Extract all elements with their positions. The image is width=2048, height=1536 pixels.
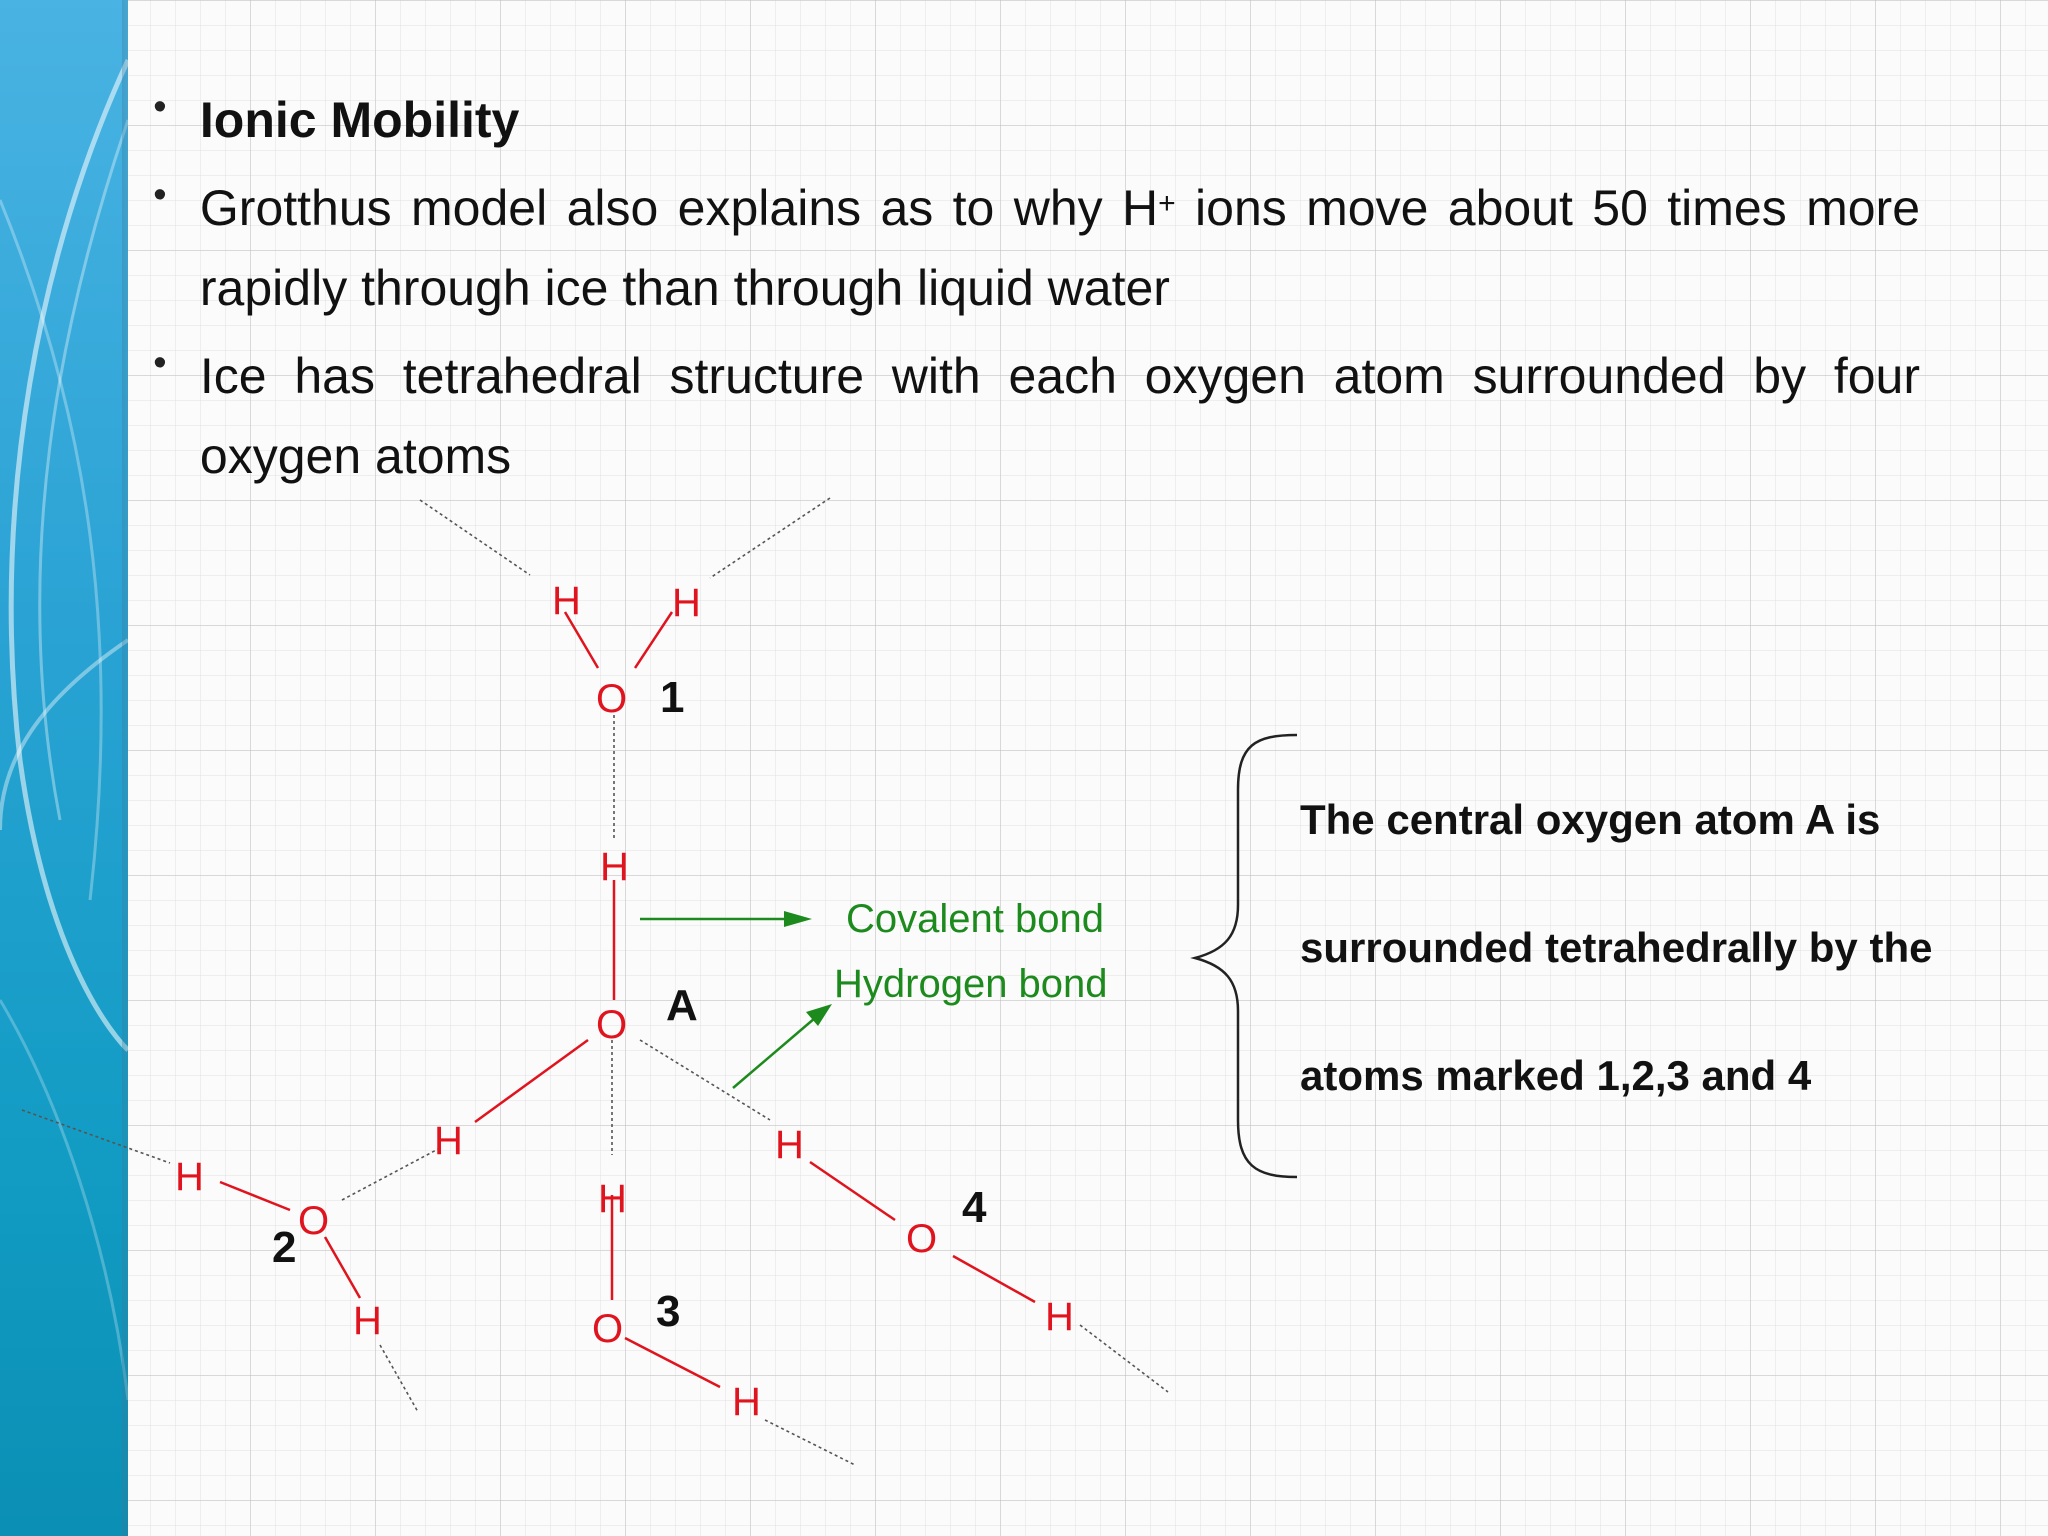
note-line: The central oxygen atom A is (1300, 796, 1881, 843)
superscript-plus: + (1158, 187, 1176, 220)
bullet-marker: • (153, 174, 167, 216)
bullet-text: Ice has tetrahedral structure with each … (199, 348, 1920, 484)
covalent-bond-line (809, 1160, 896, 1222)
hydrogen-atom: H (552, 579, 581, 623)
atom-number-1: 1 (660, 673, 684, 722)
covalent-bond-line (323, 1236, 362, 1299)
covalent-bond-line (219, 1180, 291, 1212)
hydrogen-bond-line (764, 1419, 856, 1466)
legend-hydrogen-label: Hydrogen bond (834, 962, 1108, 1006)
curly-brace (1190, 733, 1298, 1179)
hydrogen-bond-line (379, 1344, 419, 1413)
legend-covalent-label: Covalent bond (846, 897, 1104, 941)
hydrogen-bond-line (419, 499, 531, 576)
hydrogen-atom: H (598, 1177, 627, 1221)
atom-number-2: 2 (272, 1223, 296, 1272)
covalent-bond-line (563, 611, 600, 669)
hydrogen-bond-line (1079, 1324, 1169, 1393)
bullet-marker: • (153, 342, 167, 384)
covalent-bond-line (474, 1038, 589, 1124)
bullet-text-part: Grotthus model also explains as to why H (199, 180, 1159, 236)
oxygen-atom-2: O (298, 1199, 329, 1243)
bullet-text: Grotthus model also explains as to why H… (200, 168, 1920, 328)
bullet-text-part: ions move about 50 times more rapidly th… (199, 180, 1920, 316)
decorative-sidebar (0, 0, 128, 1536)
atom-label-a: A (666, 981, 698, 1030)
hydrogen-bond-line (709, 497, 831, 579)
atom-number-3: 3 (656, 1287, 680, 1336)
bullet-list: • Ionic Mobility • Grotthus model also e… (120, 80, 1920, 496)
hydrogen-bond-line (21, 1109, 171, 1164)
sidebar-swoosh-graphic (0, 58, 128, 1401)
covalent-arrow-head (784, 911, 812, 927)
hydrogen-atom: H (175, 1155, 204, 1199)
covalent-bond-line (633, 611, 674, 669)
hydrogen-arrow-line (732, 1017, 816, 1089)
legend-arrows (640, 911, 832, 1089)
hydrogen-bond-line (639, 1039, 771, 1121)
bullet-marker: • (153, 86, 167, 128)
covalent-bond-line (624, 1336, 721, 1389)
sidebar-edge-shadow (122, 0, 128, 1536)
oxygen-atom-a: O (596, 1003, 627, 1047)
bullet-heading-text: Ionic Mobility (199, 92, 520, 148)
hydrogen-atom: H (672, 581, 701, 625)
hydrogen-atom: H (1045, 1295, 1074, 1339)
oxygen-atom-4: O (906, 1217, 937, 1261)
hydrogen-atom: H (775, 1123, 804, 1167)
atom-number-4: 4 (962, 1183, 987, 1232)
bullet-item: • Ice has tetrahedral structure with eac… (120, 336, 1920, 496)
hydrogen-atom: H (732, 1380, 761, 1424)
oxygen-atom-1: O (596, 677, 627, 721)
hydrogen-bond-line (341, 1147, 441, 1201)
note-line: surrounded tetrahedrally by the (1300, 924, 1933, 971)
covalent-bond-line (952, 1254, 1036, 1304)
bullet-item-heading: • Ionic Mobility (120, 80, 1920, 168)
hydrogen-atom: H (434, 1119, 463, 1163)
oxygen-atom-3: O (592, 1307, 623, 1351)
note-line: atoms marked 1,2,3 and 4 (1300, 1052, 1812, 1099)
structure-note: The central oxygen atom A is surrounded … (1300, 790, 2040, 1174)
hydrogen-arrow-head (806, 1004, 832, 1026)
hydrogen-atom: H (600, 845, 629, 889)
bullet-item: • Grotthus model also explains as to why… (120, 168, 1920, 328)
covalent-bonds (219, 611, 1036, 1389)
hydrogen-bonds (21, 497, 1169, 1466)
hydrogen-atom: H (353, 1299, 382, 1343)
